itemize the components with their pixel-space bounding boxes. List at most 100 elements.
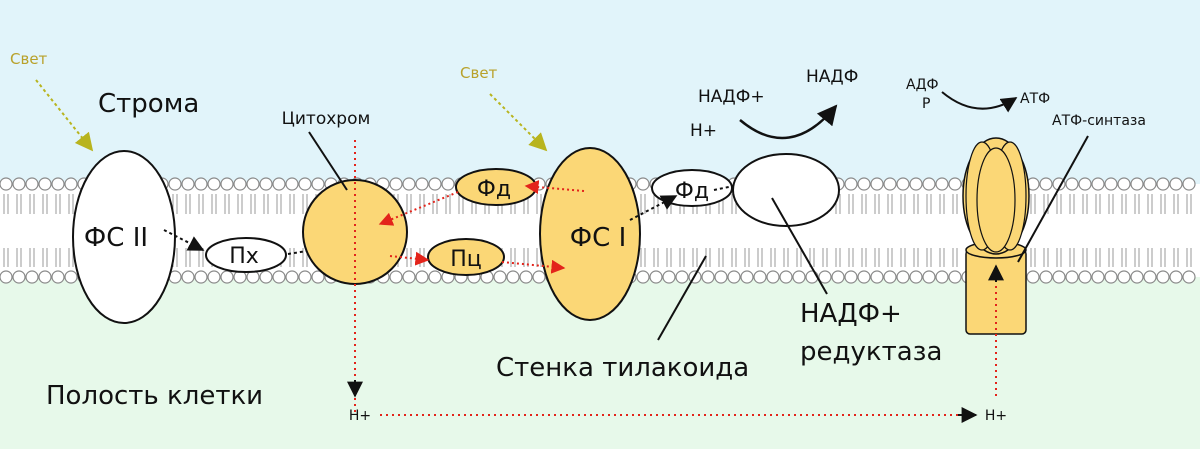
lipid-head	[1078, 270, 1092, 284]
lipid-head	[779, 270, 793, 284]
membrane-label: Стенка тилакоида	[496, 353, 749, 383]
lipid-head	[909, 270, 923, 284]
lipid-head	[402, 270, 416, 284]
lipid-head	[181, 177, 195, 191]
lipid-head	[922, 177, 936, 191]
lipid-head	[285, 270, 299, 284]
cytochrome-label: Цитохром	[282, 109, 371, 129]
lipid-head	[246, 177, 260, 191]
lipid-head	[1039, 177, 1053, 191]
lipid-head	[1065, 270, 1079, 284]
reaction-adp: АДФ	[906, 77, 939, 93]
lipid-head	[207, 270, 221, 284]
lipid-head	[857, 177, 871, 191]
lipid-head	[753, 270, 767, 284]
lipid-head	[1130, 270, 1144, 284]
lipid-head	[220, 270, 234, 284]
lipid-head	[1182, 177, 1196, 191]
lipid-head	[844, 270, 858, 284]
lipid-head	[285, 177, 299, 191]
arrow-ps1-to-fd	[629, 195, 678, 221]
lipid-head	[389, 177, 403, 191]
nadp-reductase-label-1: НАДФ+	[800, 299, 902, 329]
light-label-right: Свет	[460, 64, 498, 82]
lipid-head	[64, 177, 78, 191]
lipid-head	[1039, 270, 1053, 284]
lipid-head	[792, 270, 806, 284]
lipid-head	[740, 270, 754, 284]
lipid-head	[207, 177, 221, 191]
lipid-head	[194, 177, 208, 191]
lipid-head	[1117, 270, 1131, 284]
lipid-head	[1156, 177, 1170, 191]
lipid-head	[428, 177, 442, 191]
membrane-pointer	[657, 255, 707, 341]
arrow-ps2-to-pq	[163, 229, 205, 251]
reaction-h-plus: Н+	[690, 121, 717, 141]
lipid-head	[766, 270, 780, 284]
proton-left-label: Н+	[349, 408, 371, 424]
lipid-head	[831, 270, 845, 284]
lipid-head	[1130, 177, 1144, 191]
nadp-reductase-pointer	[771, 197, 828, 295]
lipid-head	[181, 270, 195, 284]
reaction-nadp: НАДФ	[806, 67, 858, 87]
atp-synthase-label: АТФ-синтаза	[1052, 113, 1146, 129]
red-arrow-fd-to-cytochrome	[378, 191, 459, 226]
lipid-head	[1026, 270, 1040, 284]
lipid-head	[311, 270, 325, 284]
lipid-head	[714, 270, 728, 284]
lipid-head	[298, 177, 312, 191]
arrow-nadp-reaction	[739, 104, 838, 140]
lipid-head	[649, 270, 663, 284]
reaction-p: Р	[922, 96, 930, 112]
lipid-head	[1065, 177, 1079, 191]
lipid-head	[883, 177, 897, 191]
lipid-head	[272, 177, 286, 191]
lipid-head	[25, 177, 39, 191]
lipid-head	[1156, 270, 1170, 284]
lipid-head	[259, 270, 273, 284]
light-arrow-left	[35, 79, 94, 152]
lipid-head	[1078, 177, 1092, 191]
lipid-head	[935, 270, 949, 284]
lipid-head	[51, 177, 65, 191]
lipid-head	[1182, 270, 1196, 284]
lipid-head	[0, 270, 13, 284]
lipid-head	[168, 177, 182, 191]
lipid-head	[948, 177, 962, 191]
nadp-reductase	[732, 153, 840, 227]
lipid-head	[311, 177, 325, 191]
lipid-head	[1104, 177, 1118, 191]
lipid-head	[64, 270, 78, 284]
reaction-nadp-plus: НАДФ+	[698, 87, 765, 107]
stroma-label: Строма	[98, 89, 199, 119]
lipid-head	[636, 270, 650, 284]
lipid-head	[636, 177, 650, 191]
lipid-head	[259, 177, 273, 191]
lipid-head	[402, 177, 416, 191]
lipid-head	[662, 270, 676, 284]
photosystem-2-label: ФС II	[84, 223, 148, 253]
reaction-atp: АТФ	[1020, 91, 1050, 107]
plastoquinone	[205, 237, 287, 273]
lipid-head	[12, 270, 26, 284]
red-arrow-cytochrome-to-pc	[389, 251, 430, 266]
lipid-head	[1143, 177, 1157, 191]
lipid-head	[1169, 177, 1183, 191]
lipid-head	[272, 270, 286, 284]
lipid-head	[883, 270, 897, 284]
lipid-head	[389, 270, 403, 284]
lipid-head	[25, 270, 39, 284]
lipid-head	[818, 270, 832, 284]
ferredoxin-left-label: Фд	[477, 177, 511, 202]
lipid-head	[701, 270, 715, 284]
lipid-head	[441, 177, 455, 191]
lipid-head	[532, 270, 546, 284]
lipid-head	[727, 270, 741, 284]
lipid-head	[233, 177, 247, 191]
lipid-head	[922, 270, 936, 284]
photosystem-1	[539, 147, 641, 321]
lipid-head	[1052, 270, 1066, 284]
